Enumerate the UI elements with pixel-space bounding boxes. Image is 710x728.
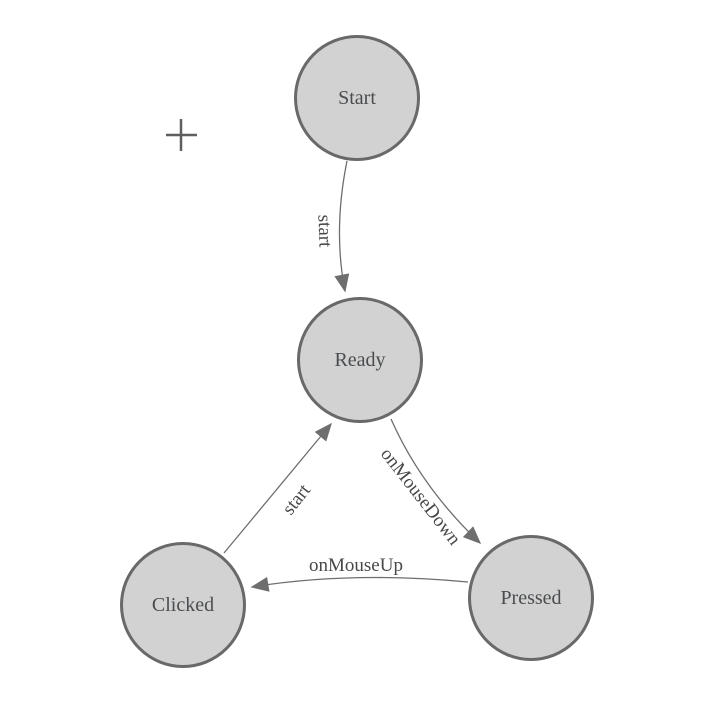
edge-ready-to-pressed[interactable] [390, 418, 482, 545]
node-pressed-label: Pressed [500, 586, 562, 609]
node-clicked[interactable]: Clicked [120, 542, 246, 668]
node-start[interactable]: Start [294, 35, 420, 161]
edge-start-to-ready[interactable] [334, 160, 350, 293]
edge-pressed-to-clicked[interactable] [250, 576, 469, 592]
node-ready-label: Ready [334, 348, 386, 371]
edge-clicked-to-ready[interactable] [223, 422, 332, 554]
node-start-label: Start [338, 86, 376, 109]
node-ready[interactable]: Ready [297, 297, 423, 423]
node-clicked-label: Clicked [151, 593, 215, 616]
edge-label-start-to-ready: start [313, 214, 336, 248]
plus-icon [166, 119, 197, 151]
edge-label-pressed-to-clicked: onMouseUp [309, 555, 403, 576]
node-pressed[interactable]: Pressed [468, 535, 594, 661]
